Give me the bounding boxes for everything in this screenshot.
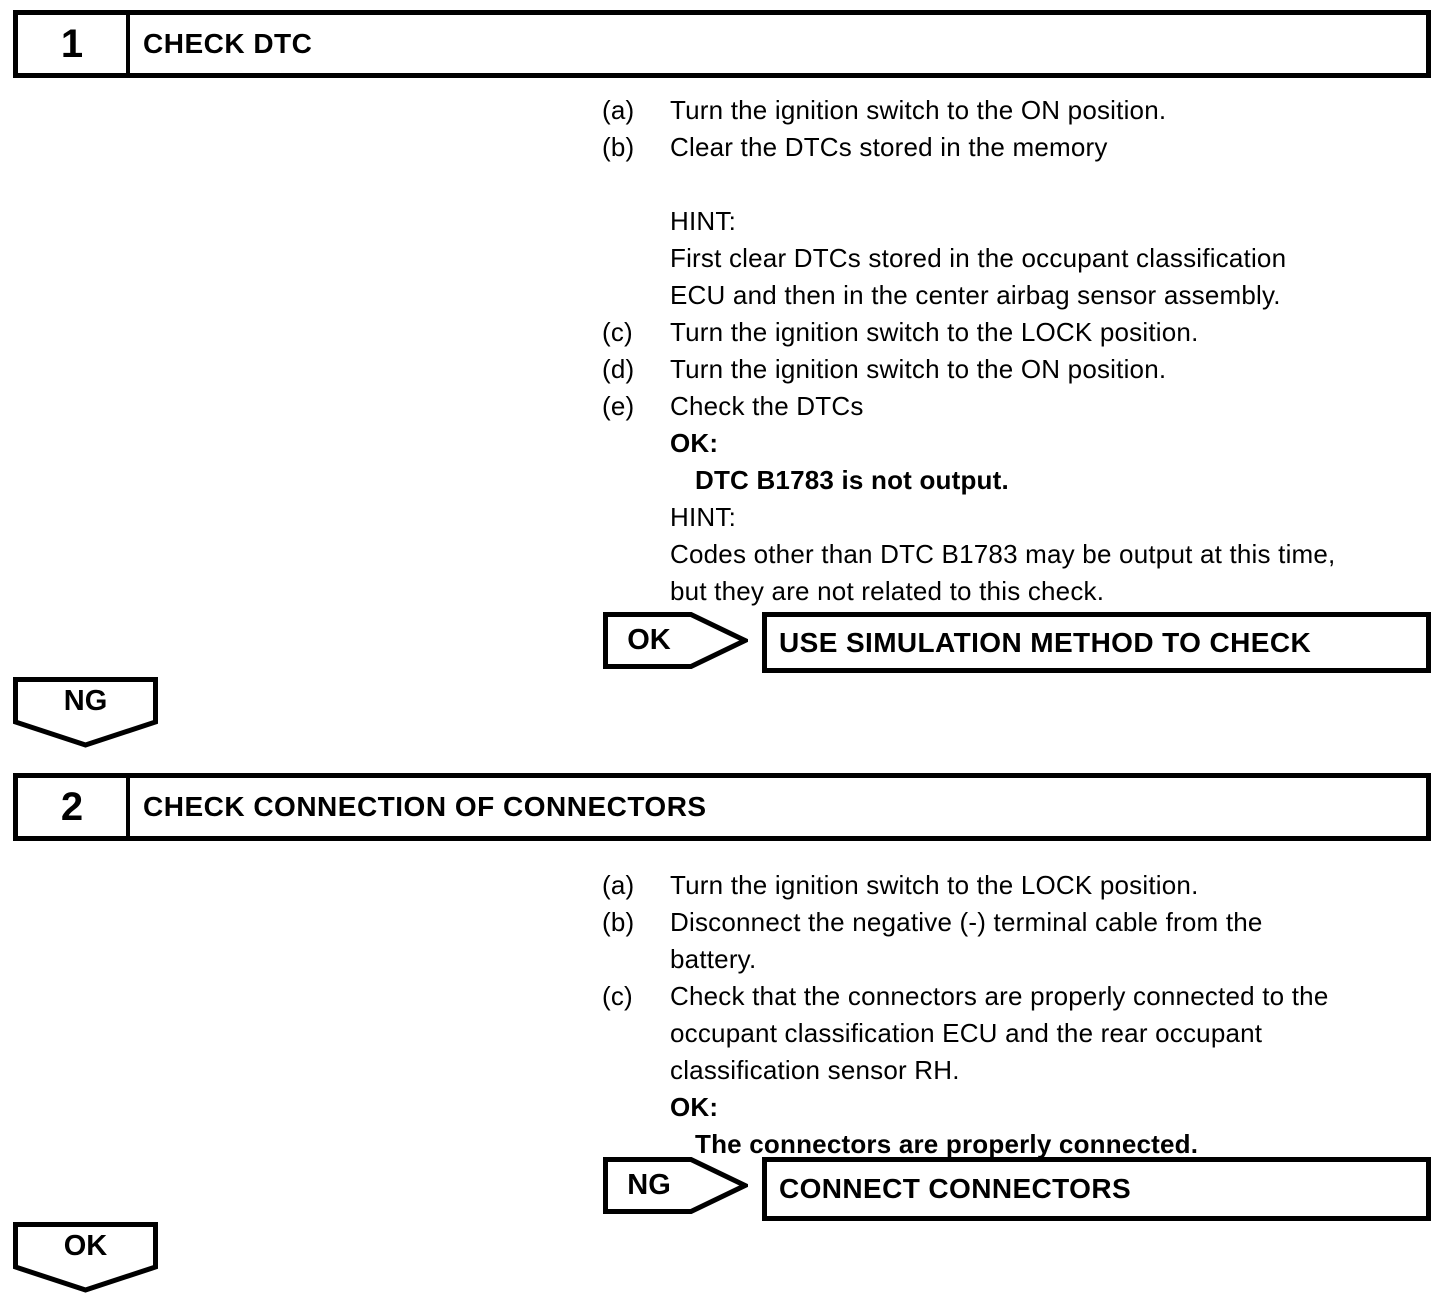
step-letter: (c) xyxy=(602,981,633,1011)
step-2-title: CHECK CONNECTION OF CONNECTORS xyxy=(143,791,707,822)
instruction-line: (a) Turn the ignition switch to the ON po… xyxy=(602,92,1452,129)
step-letter: (d) xyxy=(602,354,635,384)
blank-line xyxy=(602,166,1452,203)
ok-criteria-label: OK: xyxy=(670,428,719,458)
instruction-line: (e) Check the DTCs xyxy=(602,388,1452,425)
instruction-text: classification sensor RH. xyxy=(670,1055,960,1085)
flow-tag-label: NG xyxy=(63,684,108,717)
hint-text: First clear DTCs stored in the occupant … xyxy=(670,243,1287,273)
branch-tag-label: OK xyxy=(627,624,671,656)
step-letter: (b) xyxy=(602,132,635,162)
instruction-line: (c) Turn the ignition switch to the LOCK … xyxy=(602,314,1452,351)
step-1-instructions: (a) Turn the ignition switch to the ON po… xyxy=(602,92,1452,610)
branch-tag-label: NG xyxy=(627,1169,671,1201)
instruction-text: Check the DTCs xyxy=(670,391,864,421)
hint-text: ECU and then in the center airbag sensor… xyxy=(670,280,1281,310)
instruction-line: (a) Turn the ignition switch to the LOCK … xyxy=(602,867,1452,904)
down-pentagon-icon xyxy=(13,1222,158,1293)
hint-text: Codes other than DTC B1783 may be output… xyxy=(670,539,1336,569)
instruction-line: (b) Disconnect the negative (-) terminal … xyxy=(602,904,1452,941)
instruction-text: battery. xyxy=(670,944,757,974)
instruction-line: (d) Turn the ignition switch to the ON po… xyxy=(602,351,1452,388)
instruction-text: Check that the connectors are properly c… xyxy=(670,981,1329,1011)
instruction-line: (c) Check that the connectors are properl… xyxy=(602,978,1452,1015)
step-1-branch-arrow: OK xyxy=(603,612,748,669)
step-2-header: 2 CHECK CONNECTION OF CONNECTORS xyxy=(13,773,1431,841)
right-arrow-icon xyxy=(603,1157,748,1214)
step-letter: (e) xyxy=(602,391,635,421)
step-1-title: CHECK DTC xyxy=(143,28,313,59)
hint-label: HINT: xyxy=(670,206,736,236)
step-letter: (b) xyxy=(602,907,635,937)
ok-criteria-text: DTC B1783 is not output. xyxy=(695,465,1009,495)
instruction-text: Turn the ignition switch to the LOCK pos… xyxy=(670,317,1199,347)
ok-criteria-text: The connectors are properly connected. xyxy=(695,1129,1199,1159)
instruction-line: (b) Clear the DTCs stored in the memory xyxy=(602,129,1452,166)
hint-label: HINT: xyxy=(670,502,736,532)
ok-criteria-label: OK: xyxy=(670,1092,719,1122)
step-1-number: 1 xyxy=(18,15,130,73)
instruction-text: Turn the ignition switch to the ON posit… xyxy=(670,95,1167,125)
instruction-text: Turn the ignition switch to the LOCK pos… xyxy=(670,870,1199,900)
instruction-text: Disconnect the negative (-) terminal cab… xyxy=(670,907,1263,937)
instruction-text: Clear the DTCs stored in the memory xyxy=(670,132,1108,162)
step-2-instructions: (a) Turn the ignition switch to the LOCK … xyxy=(602,867,1452,1163)
right-arrow-icon xyxy=(603,612,748,669)
instruction-text: occupant classification ECU and the rear… xyxy=(670,1018,1263,1048)
hint-text: but they are not related to this check. xyxy=(670,576,1105,606)
step-letter: (a) xyxy=(602,870,635,900)
down-pentagon-icon xyxy=(13,677,158,748)
instruction-text: Turn the ignition switch to the ON posit… xyxy=(670,354,1167,384)
step-1-action-box: USE SIMULATION METHOD TO CHECK xyxy=(762,612,1431,673)
flow-tag-label: OK xyxy=(63,1229,108,1262)
step-1-header: 1 CHECK DTC xyxy=(13,10,1431,78)
step-letter: (a) xyxy=(602,95,635,125)
step-2-flow-tag: OK xyxy=(13,1222,158,1293)
step-letter: (c) xyxy=(602,317,633,347)
step-2-action-box: CONNECT CONNECTORS xyxy=(762,1157,1431,1221)
step-2-branch-arrow: NG xyxy=(603,1157,748,1214)
step-1-flow-tag: NG xyxy=(13,677,158,748)
step-2-number: 2 xyxy=(18,778,130,836)
